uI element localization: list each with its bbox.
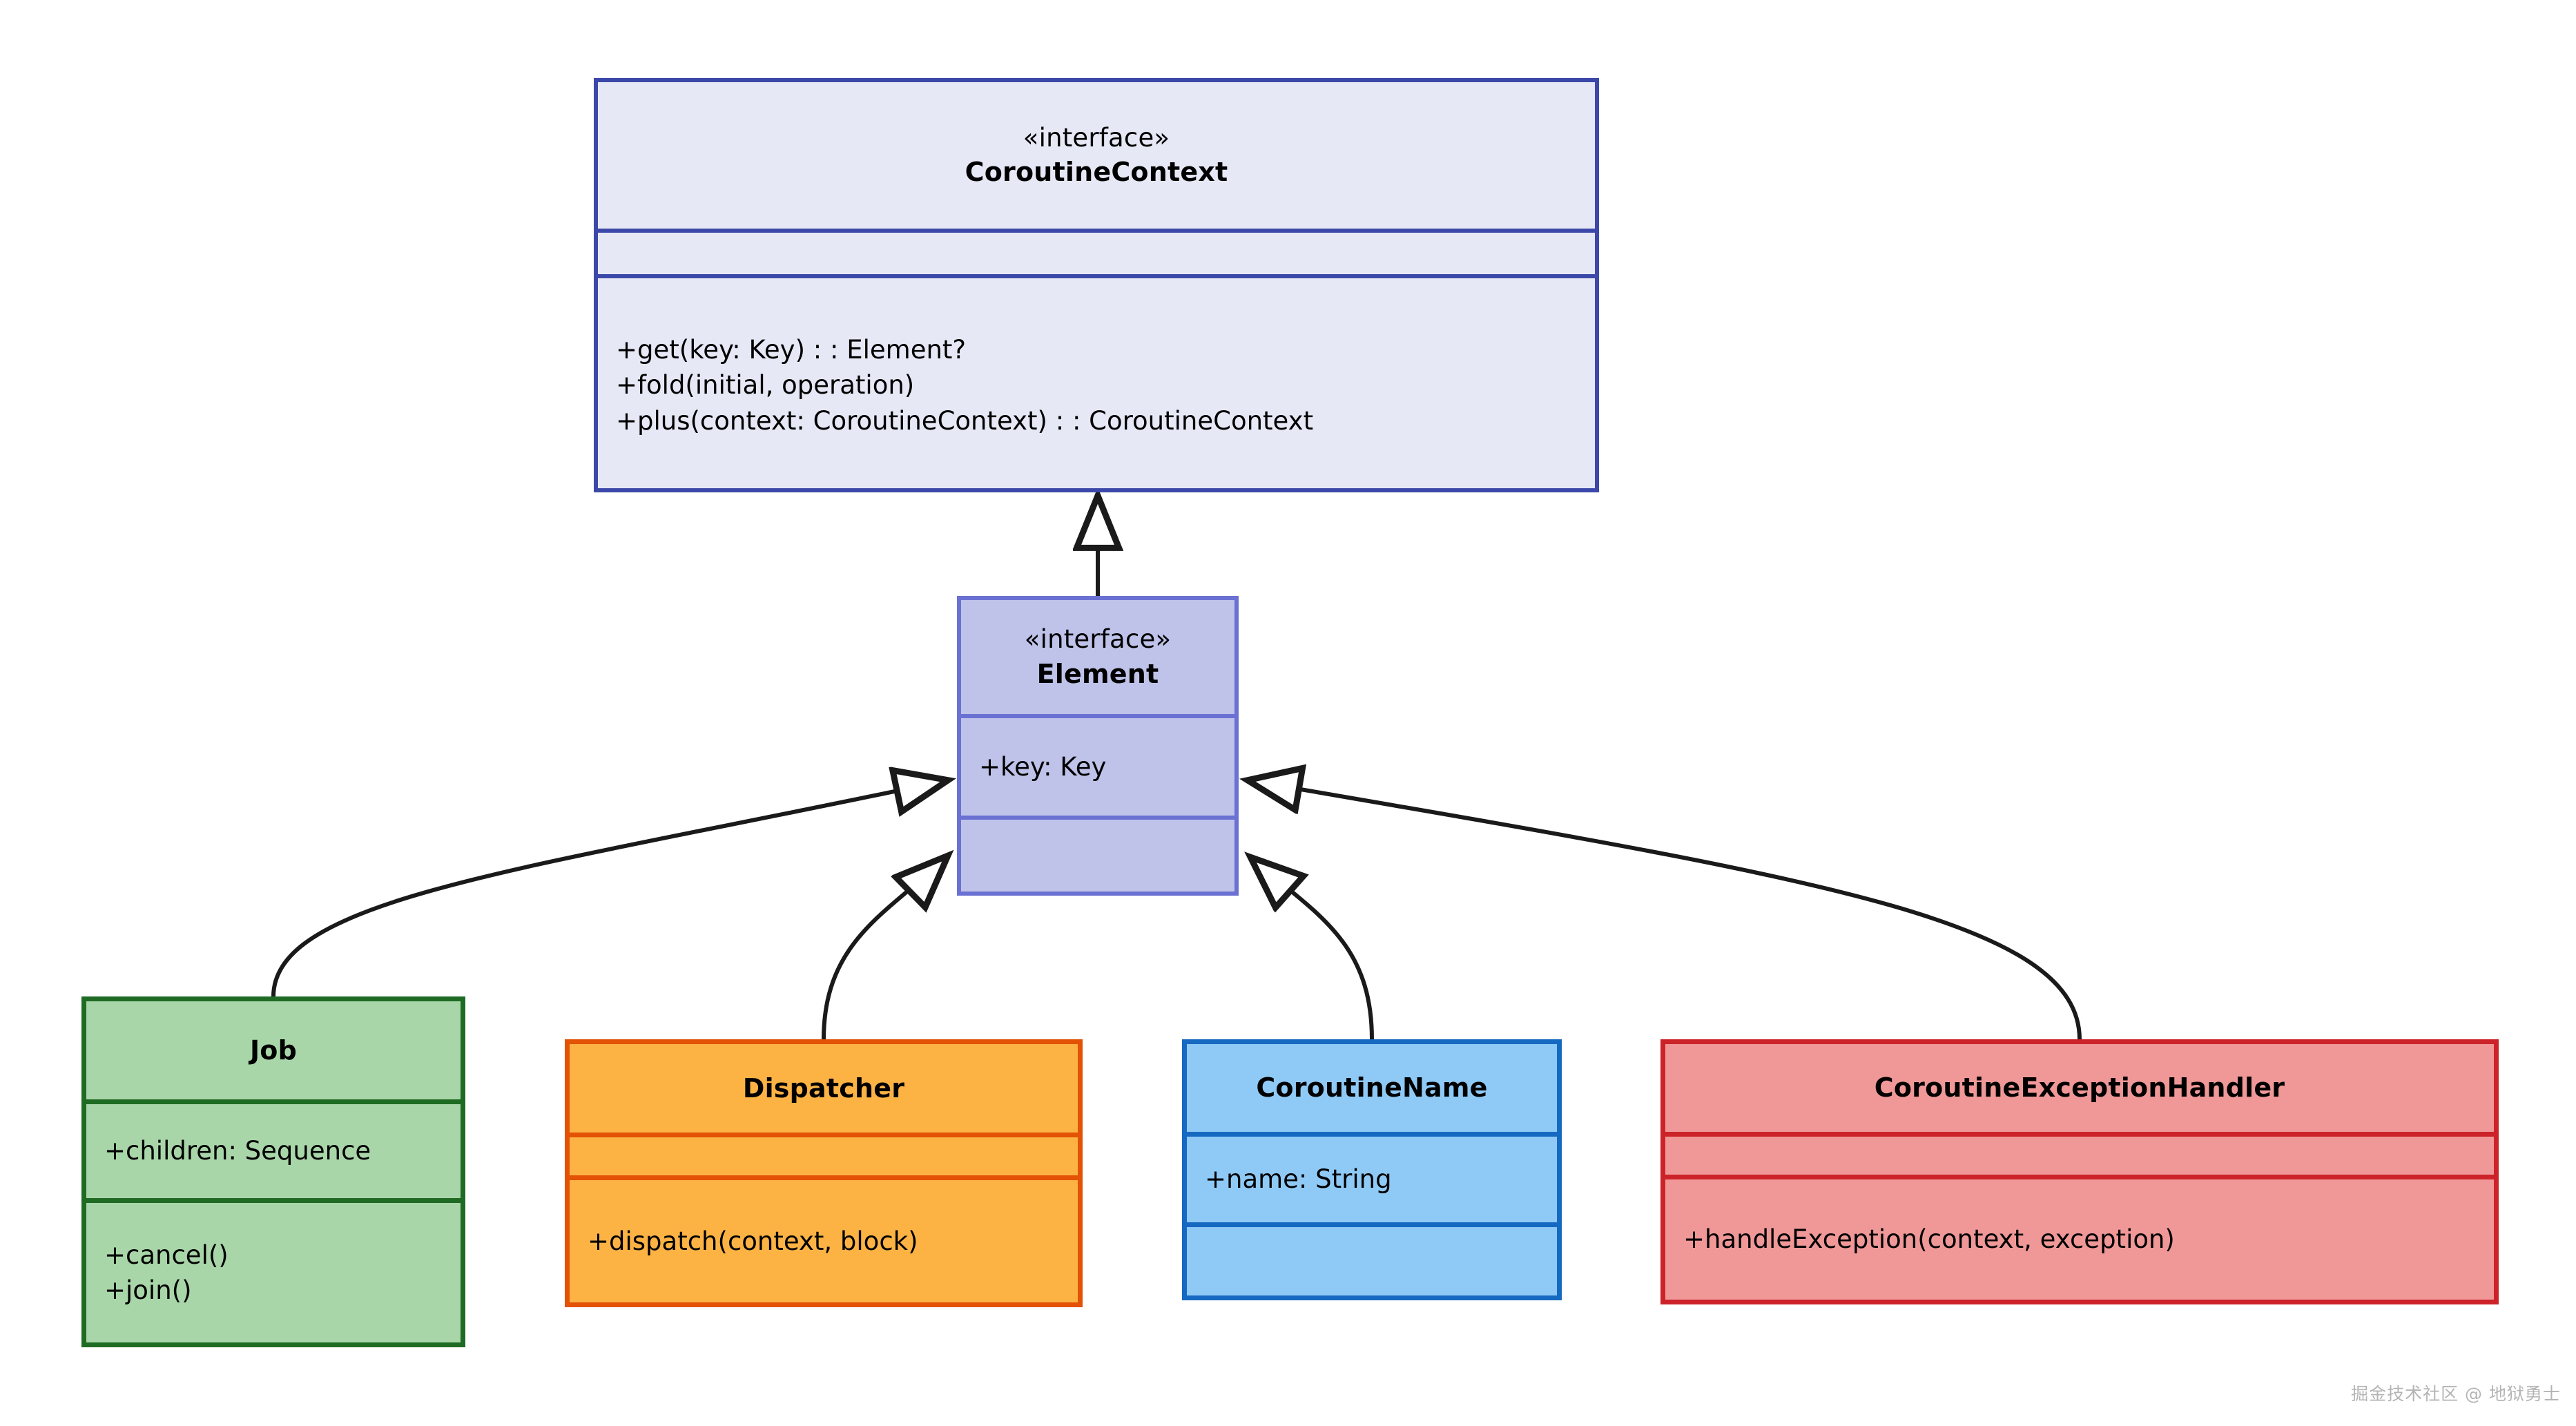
class-attributes-dispatcher: [570, 1133, 1078, 1175]
edge-coroutineexceptionhandler-to-element: [1248, 780, 2082, 1040]
class-box-coroutinename[interactable]: CoroutineName +name: String: [1182, 1039, 1562, 1300]
class-box-coroutineexceptionhandler[interactable]: CoroutineExceptionHandler +handleExcepti…: [1660, 1039, 2499, 1304]
operation-line: +dispatch(context, block): [588, 1226, 918, 1256]
class-operations-coroutineexceptionhandler: +handleException(context, exception): [1665, 1175, 2494, 1300]
class-attributes-coroutinename: +name: String: [1187, 1132, 1557, 1222]
operation-line: +handleException(context, exception): [1683, 1224, 2175, 1255]
edge-job-to-element: [271, 780, 947, 997]
class-name: Job: [249, 1034, 298, 1066]
attribute-line: +key: Key: [979, 751, 1107, 782]
class-attributes-coroutineexceptionhandler: [1665, 1132, 2494, 1175]
class-stereotype: «interface»: [1023, 122, 1170, 153]
operation-line: +get(key: Key) : : Element?: [616, 335, 967, 365]
class-header-coroutinename: CoroutineName: [1187, 1044, 1557, 1132]
class-header-element: «interface» Element: [961, 600, 1234, 714]
class-name: CoroutineContext: [965, 157, 1228, 188]
watermark-text: 掘金技术社区 @ 地狱勇士: [2351, 1384, 2561, 1404]
attribute-line: +name: String: [1205, 1164, 1392, 1195]
class-name: CoroutineName: [1256, 1072, 1488, 1104]
class-name: CoroutineExceptionHandler: [1874, 1072, 2285, 1104]
operation-line: +fold(initial, operation): [616, 370, 915, 401]
class-header-job: Job: [86, 1001, 461, 1099]
class-name: Dispatcher: [742, 1072, 905, 1104]
class-box-coroutinecontext[interactable]: «interface» CoroutineContext +get(key: K…: [594, 78, 1599, 492]
edge-coroutinename-to-element: [1251, 858, 1374, 1040]
edge-dispatcher-to-element: [822, 856, 947, 1040]
operation-line: +join(): [104, 1275, 192, 1305]
operation-line: +plus(context: CoroutineContext) : : Cor…: [616, 405, 1314, 436]
class-box-job[interactable]: Job +children: Sequence +cancel() +join(…: [81, 996, 465, 1347]
class-header-coroutinecontext: «interface» CoroutineContext: [598, 82, 1595, 229]
class-operations-coroutinename: [1187, 1222, 1557, 1295]
class-attributes-coroutinecontext: [598, 229, 1595, 274]
class-name: Element: [1036, 658, 1159, 689]
class-header-coroutineexceptionhandler: CoroutineExceptionHandler: [1665, 1044, 2494, 1132]
class-operations-element: [961, 816, 1234, 892]
class-header-dispatcher: Dispatcher: [570, 1044, 1078, 1133]
class-stereotype: «interface»: [1024, 624, 1172, 655]
class-operations-dispatcher: +dispatch(context, block): [570, 1175, 1078, 1302]
attribute-line: +children: Sequence: [104, 1136, 371, 1166]
class-box-element[interactable]: «interface» Element +key: Key: [957, 596, 1239, 896]
class-operations-coroutinecontext: +get(key: Key) : : Element? +fold(initia…: [598, 274, 1595, 488]
operation-line: +cancel(): [104, 1240, 229, 1270]
class-attributes-element: +key: Key: [961, 714, 1234, 816]
class-attributes-job: +children: Sequence: [86, 1099, 461, 1198]
class-box-dispatcher[interactable]: Dispatcher +dispatch(context, block): [565, 1039, 1083, 1307]
class-operations-job: +cancel() +join(): [86, 1198, 461, 1342]
